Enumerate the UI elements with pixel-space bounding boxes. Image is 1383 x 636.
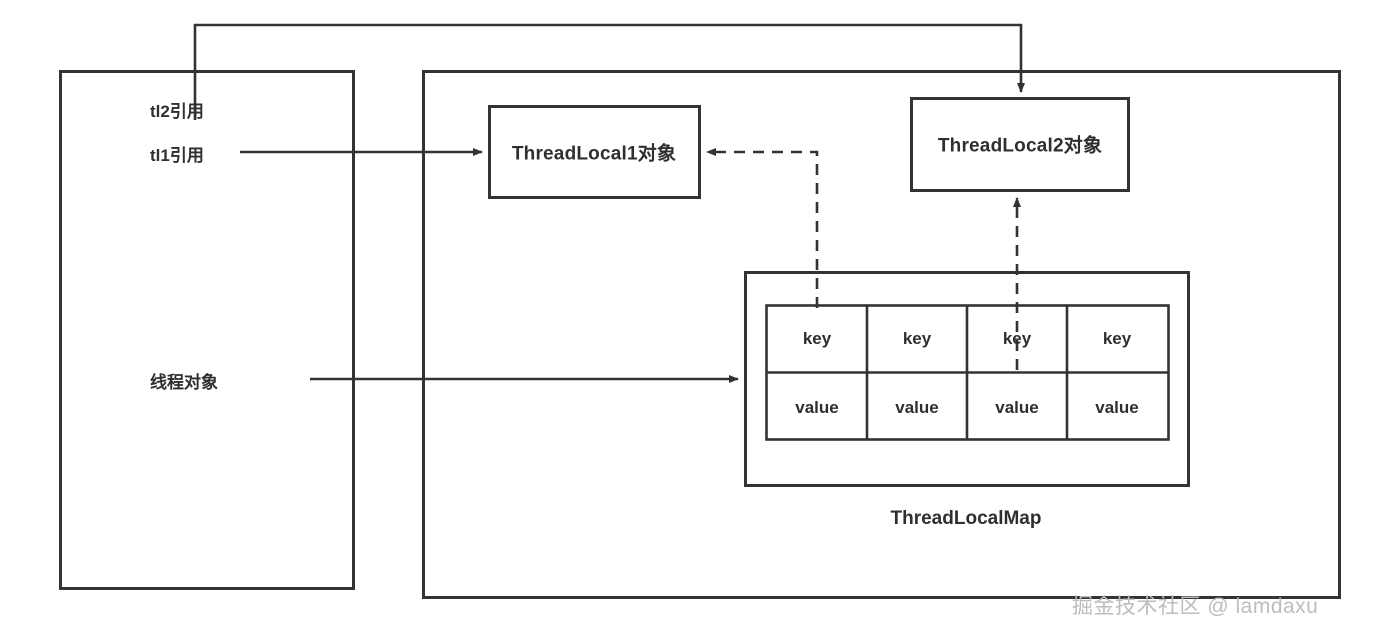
thread-object-label: 线程对象	[150, 373, 218, 392]
map-cell-value-2: value	[895, 398, 939, 417]
map-cell-value-1: value	[795, 398, 839, 417]
tl2-reference-arrow	[193, 23, 1025, 120]
map-cell-key-2: key	[902, 329, 932, 348]
map-cell-value-3: value	[995, 398, 1039, 417]
threadlocal1-label: ThreadLocal1对象	[511, 143, 677, 165]
thread-container-box	[59, 70, 355, 590]
watermark: 掘金技术社区 @ lamdaxu	[1072, 595, 1319, 618]
threadlocal1-box	[488, 105, 701, 199]
tl1-reference-label: tl1引用	[150, 146, 204, 165]
map-cell-key-3: key	[1002, 329, 1032, 348]
threadlocal2-box	[910, 97, 1130, 192]
map-cell-key-1: key	[802, 329, 832, 348]
threadlocalmap-container-box	[744, 271, 1190, 487]
thread-internals-container-box	[422, 70, 1341, 599]
map-cell-value-4: value	[1095, 398, 1139, 417]
tl2-reference-label: tl2引用	[150, 102, 204, 121]
threadlocal2-label: ThreadLocal2对象	[937, 135, 1103, 157]
map-key1-to-threadlocal1-dashed-arrow	[706, 148, 819, 308]
map-cell-key-4: key	[1102, 329, 1132, 348]
threadlocalmap-label: ThreadLocalMap	[890, 508, 1042, 529]
